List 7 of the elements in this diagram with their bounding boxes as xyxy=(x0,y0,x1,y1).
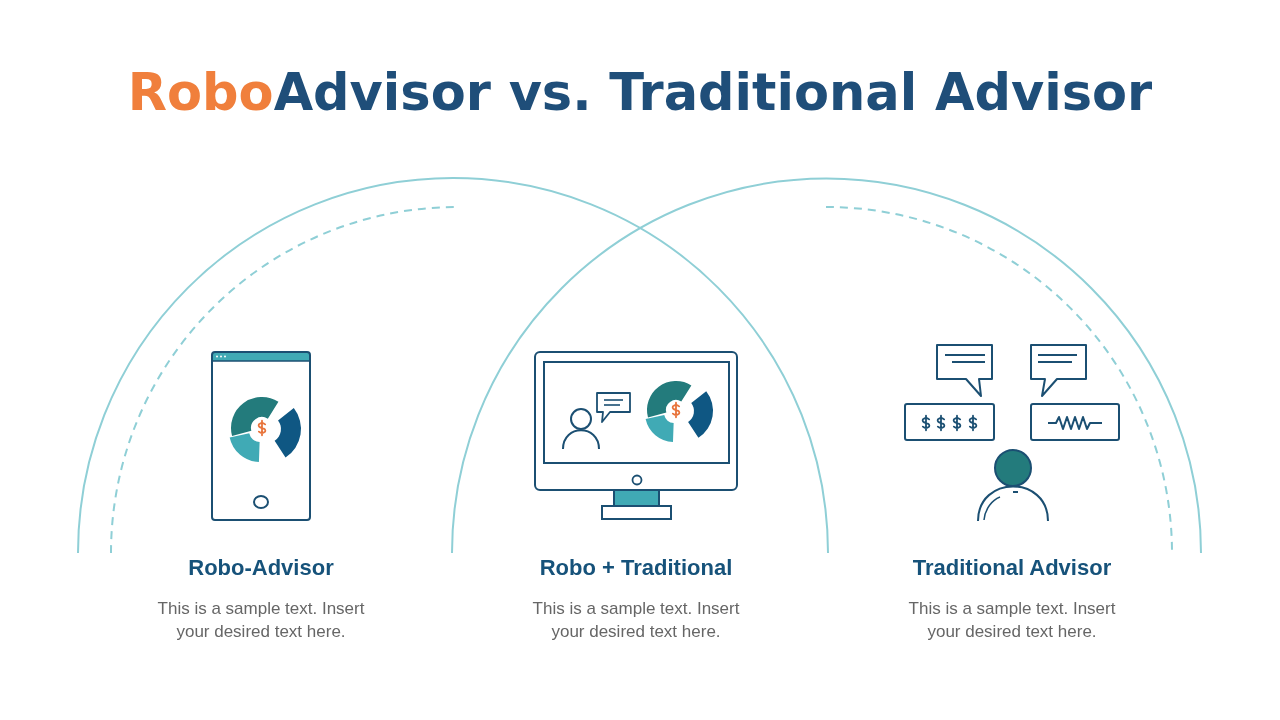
column-heading: Robo-Advisor xyxy=(187,554,335,582)
description-text: This is a sample text. Insert your desired text here. xyxy=(531,598,741,643)
title: RoboAdvisor vs. Traditional Advisor xyxy=(127,62,1153,124)
column-heading: Traditional Advisor xyxy=(911,554,1113,582)
description-text: This is a sample text. Insert your desired text here. xyxy=(907,598,1117,643)
column-heading: Robo + Traditional xyxy=(538,554,734,582)
description-text: This is a sample text. Insert your desired text here. xyxy=(156,598,366,643)
